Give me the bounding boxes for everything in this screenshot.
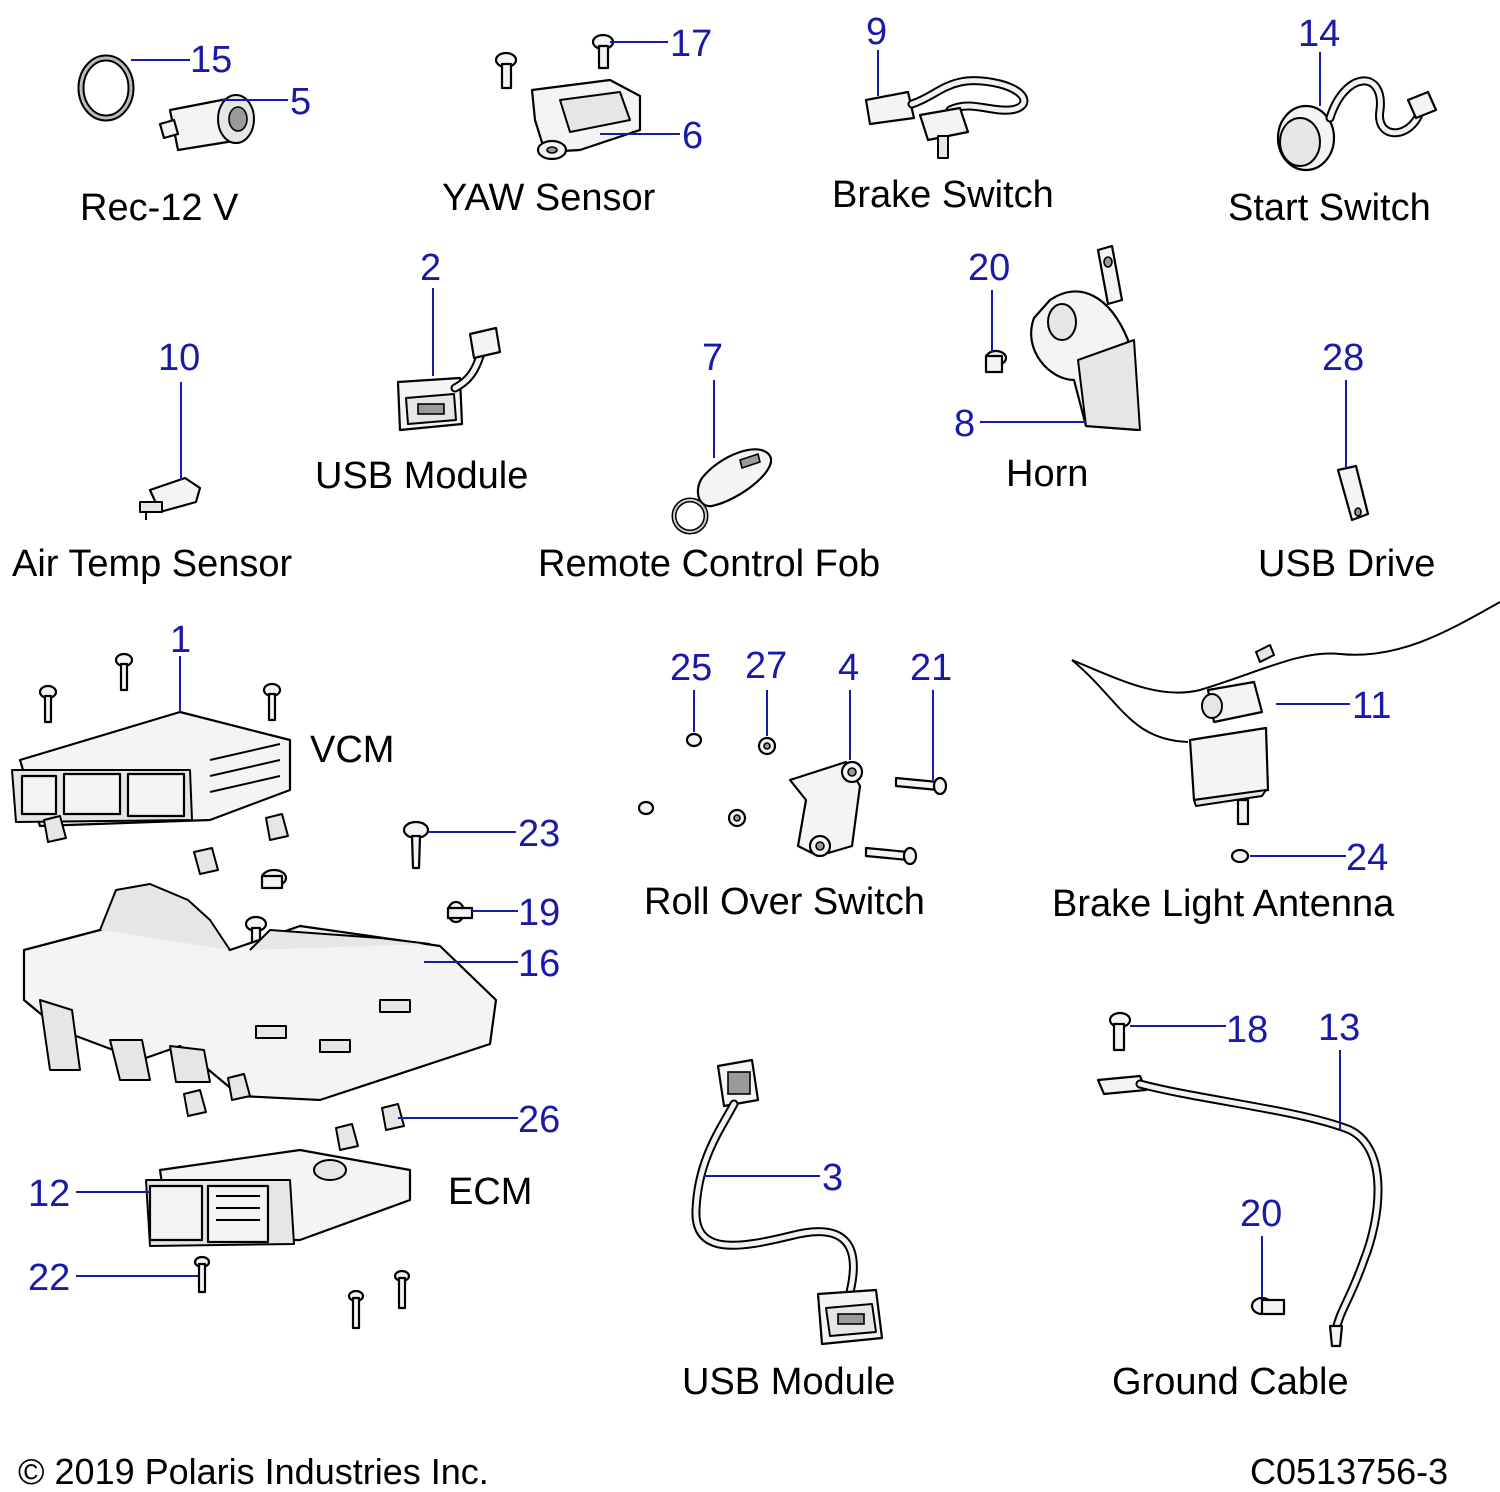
callout-1: 1 — [170, 619, 191, 661]
antenna-part-11 — [1071, 601, 1500, 826]
callout-12: 12 — [28, 1173, 70, 1215]
screw-part-19 — [446, 900, 474, 924]
remote-fob-group: 7 Remote Control Fob — [538, 337, 880, 585]
callout-9: 9 — [866, 11, 887, 53]
yaw-sensor-group: 17 6 YAW Sensor — [442, 23, 712, 219]
caption-roll-over-switch: Roll Over Switch — [644, 881, 925, 923]
washer-part-27 — [727, 736, 777, 828]
caption-air-temp-sensor: Air Temp Sensor — [12, 543, 293, 585]
start-switch-group: 14 Start Switch — [1228, 13, 1438, 229]
callout-4: 4 — [838, 647, 859, 689]
ecm-part — [145, 1148, 412, 1247]
callout-26: 26 — [518, 1099, 560, 1141]
callout-17: 17 — [670, 23, 712, 65]
caption-vcm: VCM — [310, 729, 394, 771]
caption-brake-switch: Brake Switch — [832, 174, 1054, 216]
usb-module-bottom-group: 3 USB Module — [682, 1058, 895, 1403]
fob-part-7 — [671, 448, 773, 535]
horn-group: 20 8 Horn — [954, 244, 1141, 495]
callout-18: 18 — [1226, 1009, 1268, 1051]
vcm-group: 1 VCM — [11, 619, 394, 875]
caption-ground-cable: Ground Cable — [1112, 1361, 1349, 1403]
caption-usb-module-bottom: USB Module — [682, 1361, 895, 1403]
callout-27: 27 — [745, 645, 787, 687]
callout-20-horn: 20 — [968, 247, 1010, 289]
drawing-number: C0513756-3 — [1250, 1451, 1448, 1492]
air-temp-sensor-part-10 — [139, 476, 202, 520]
callout-25: 25 — [670, 647, 712, 689]
yaw-sensor-part-6 — [530, 78, 642, 161]
screw-part-20b — [1250, 1296, 1286, 1316]
bracket-group: 23 19 16 26 — [22, 813, 560, 1151]
caption-usb-module-top: USB Module — [315, 455, 528, 497]
callout-28: 28 — [1322, 337, 1364, 379]
caption-brake-light-antenna: Brake Light Antenna — [1052, 883, 1395, 925]
receptacle-part-5 — [158, 94, 255, 152]
ground-cable-part-13 — [1096, 1074, 1383, 1348]
callout-20-ground: 20 — [1240, 1193, 1282, 1235]
callout-21: 21 — [910, 647, 952, 689]
callout-11: 11 — [1352, 685, 1391, 727]
callout-5: 5 — [290, 81, 311, 123]
horn-part-8 — [1030, 244, 1141, 432]
caption-yaw-sensor: YAW Sensor — [442, 177, 656, 219]
start-switch-part-14 — [1276, 76, 1438, 172]
usb-module-top-group: 2 USB Module — [315, 247, 528, 497]
caption-rec12v: Rec-12 V — [80, 187, 239, 229]
caption-ecm: ECM — [448, 1171, 532, 1213]
callout-7: 7 — [702, 337, 723, 379]
caption-usb-drive: USB Drive — [1258, 543, 1435, 585]
rec12v-group: 15 5 Rec-12 V — [77, 39, 311, 229]
caption-remote-control-fob: Remote Control Fob — [538, 543, 880, 585]
caption-horn: Horn — [1006, 453, 1088, 495]
screw-part-23 — [402, 820, 430, 870]
callout-6: 6 — [682, 115, 703, 157]
callout-19: 19 — [518, 892, 560, 934]
callout-10: 10 — [158, 337, 200, 379]
bolt-part-18 — [1108, 1011, 1132, 1052]
ground-cable-group: 18 13 20 Ground Cable — [1096, 1007, 1383, 1403]
callout-8: 8 — [954, 403, 975, 445]
ecm-group: 12 22 ECM — [28, 1148, 532, 1330]
usb-drive-part-28 — [1336, 464, 1370, 522]
callout-14: 14 — [1298, 13, 1340, 55]
vcm-clips — [43, 813, 289, 875]
callout-3: 3 — [822, 1157, 843, 1199]
screws-part-22 — [193, 1255, 411, 1330]
roll-over-switch-part-4 — [788, 760, 864, 858]
caption-start-switch: Start Switch — [1228, 187, 1431, 229]
roll-over-switch-group: 25 27 4 21 Roll Over Switch — [637, 645, 952, 923]
vcm-part-1 — [11, 710, 292, 828]
screw-part-17a — [494, 51, 518, 90]
callout-15: 15 — [190, 39, 232, 81]
clips-part-26 — [183, 1073, 405, 1151]
bracket-part-16 — [22, 883, 498, 1102]
usb-cable-part-3 — [691, 1058, 884, 1346]
usb-drive-group: 28 USB Drive — [1258, 337, 1435, 585]
brake-switch-part-9 — [864, 76, 1029, 159]
callout-24: 24 — [1346, 837, 1388, 879]
callout-13: 13 — [1318, 1007, 1360, 1049]
usb-module-part-2 — [396, 326, 502, 432]
screw-part-17b — [591, 33, 615, 70]
nut-part-24 — [1230, 848, 1250, 864]
air-temp-sensor-group: 10 Air Temp Sensor — [12, 337, 293, 585]
callout-16: 16 — [518, 943, 560, 985]
nut-part-25 — [637, 732, 703, 816]
copyright-text: © 2019 Polaris Industries Inc. — [18, 1451, 489, 1492]
screw-part-20a — [984, 349, 1008, 374]
brake-switch-group: 9 Brake Switch — [832, 11, 1054, 216]
bolt-part-21 — [864, 776, 948, 866]
callout-2: 2 — [420, 247, 441, 289]
callout-23: 23 — [518, 813, 560, 855]
callout-22: 22 — [28, 1257, 70, 1299]
brake-light-antenna-group: 11 24 Brake Light Antenna — [1052, 601, 1500, 925]
